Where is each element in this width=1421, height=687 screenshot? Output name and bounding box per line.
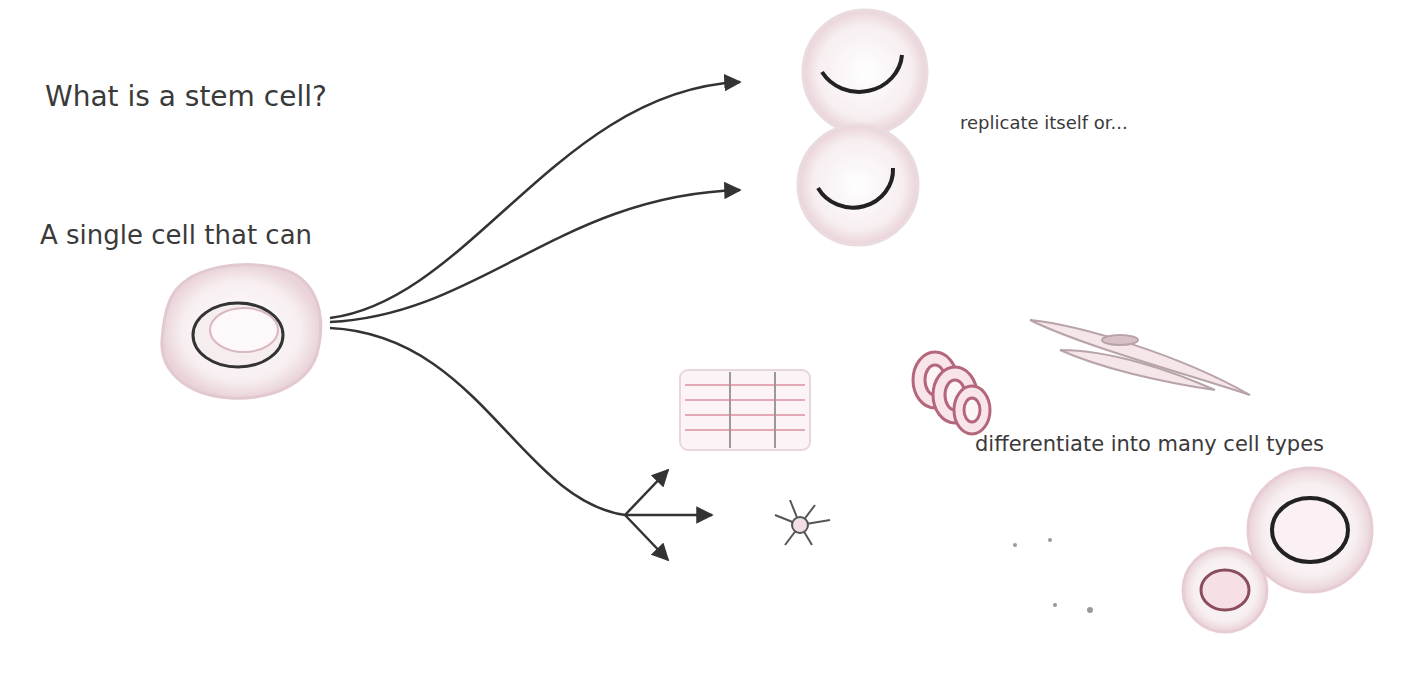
- smooth-muscle-cells: [1030, 320, 1250, 395]
- annotation-label: A single cell that can: [40, 220, 312, 251]
- neuron: [775, 500, 830, 545]
- daughter-cells: [798, 10, 927, 245]
- diagram-title: What is a stem cell?: [45, 80, 327, 114]
- white-cells: [1183, 468, 1372, 632]
- annotation-label: differentiate into many cell types: [975, 432, 1324, 457]
- annotation-label: replicate itself or...: [960, 112, 1128, 134]
- platelets: [1013, 538, 1093, 613]
- branch-arrows: [330, 82, 740, 560]
- blood-cells: [913, 352, 990, 434]
- muscle-cells: [680, 370, 810, 450]
- stem-cell: [162, 265, 321, 399]
